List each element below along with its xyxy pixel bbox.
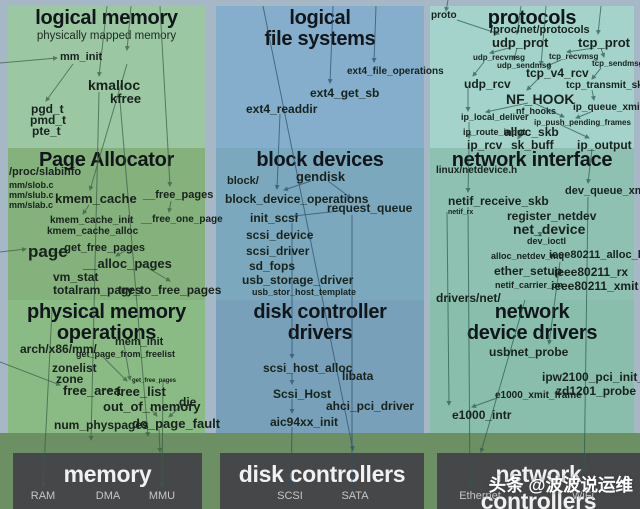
watermark-text: 头条 @波波说运维 [489, 472, 633, 497]
